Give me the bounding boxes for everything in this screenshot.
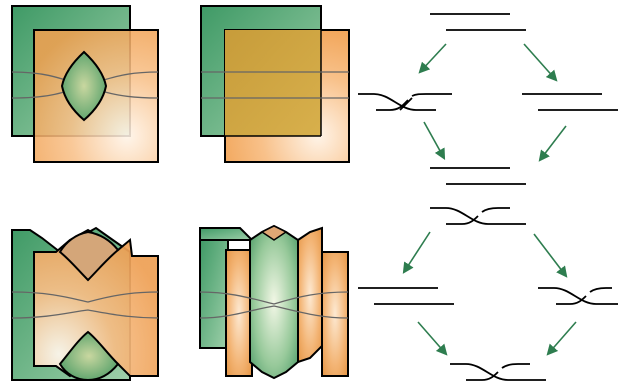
parallel-lines-top xyxy=(430,13,526,31)
arrow xyxy=(417,321,448,356)
surface-bottom-middle xyxy=(199,224,349,380)
column-orange xyxy=(321,251,349,377)
arrow xyxy=(402,231,431,274)
strand-line xyxy=(501,363,530,369)
strand-line xyxy=(399,97,413,111)
column-orange xyxy=(260,225,288,241)
strand-line xyxy=(446,215,479,225)
strand-line xyxy=(450,363,546,381)
crossing-bottom xyxy=(450,363,546,381)
surface-top-left xyxy=(11,5,159,163)
strand-line xyxy=(358,93,436,111)
arrow xyxy=(538,125,567,162)
strand-line xyxy=(556,295,587,305)
crossing-strand xyxy=(11,291,159,303)
strand-line xyxy=(376,99,409,111)
back-sheet-green xyxy=(199,227,255,241)
crossing-strand xyxy=(199,291,349,305)
arrow xyxy=(546,321,577,356)
strand-line xyxy=(466,371,499,381)
crossing-strand xyxy=(11,309,159,319)
lens-region xyxy=(58,330,120,382)
strand-line xyxy=(430,207,526,225)
arrow xyxy=(523,43,558,82)
strand-line xyxy=(589,287,612,293)
column-green xyxy=(249,224,299,380)
parallel-lines-left xyxy=(358,287,454,305)
parallel-lines-right xyxy=(522,93,618,111)
crossing-strand xyxy=(199,305,349,319)
crossing-left xyxy=(358,93,452,111)
movie-bottom xyxy=(358,207,618,381)
surface-bottom-left xyxy=(11,226,159,382)
crossing-top xyxy=(430,207,526,225)
strand-line xyxy=(411,93,452,97)
strand-line xyxy=(538,287,618,305)
lens-region xyxy=(58,230,120,282)
strand-line xyxy=(481,207,510,213)
overlap-region xyxy=(225,30,321,136)
surface-top-middle xyxy=(200,5,350,163)
lens-region xyxy=(60,50,108,122)
movie-top xyxy=(358,13,618,185)
parallel-lines-bottom xyxy=(430,167,526,185)
crossing-right xyxy=(538,287,618,305)
arrow xyxy=(418,43,447,74)
arrow xyxy=(423,121,446,160)
arrow xyxy=(533,233,568,278)
